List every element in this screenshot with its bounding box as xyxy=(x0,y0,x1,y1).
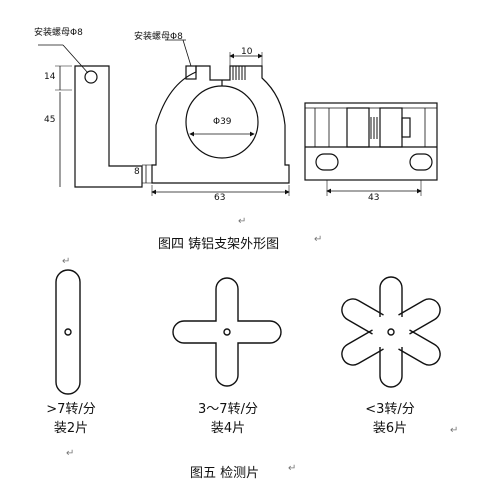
return-mark: ↵ xyxy=(62,256,71,267)
dim-8-label: 8 xyxy=(134,167,140,177)
nut-label-right: 安装螺母Φ8 xyxy=(134,32,183,42)
l-bracket-side-view xyxy=(38,44,143,188)
plate-2-label: >7转/分 装2片 xyxy=(36,400,106,438)
arch-front-view xyxy=(142,39,290,196)
return-mark: ↵ xyxy=(66,448,75,459)
slot-left xyxy=(315,153,339,171)
plate-4-blade xyxy=(172,277,282,387)
mount-hole xyxy=(84,70,98,84)
top-view xyxy=(304,102,438,196)
dim-45-label: 45 xyxy=(44,115,56,125)
plate-2-count: 装2片 xyxy=(53,421,89,436)
plate-4-count: 装4片 xyxy=(210,421,246,436)
screw-end xyxy=(401,117,411,138)
dim-63-label: 63 xyxy=(214,193,226,203)
dim-10-label: 10 xyxy=(241,47,253,57)
return-mark: ↵ xyxy=(288,463,297,474)
clamp-block-left xyxy=(346,107,370,148)
return-mark: ↵ xyxy=(238,216,247,227)
plate-2-blade xyxy=(55,269,81,395)
slot-right xyxy=(409,153,433,171)
dim-39-label: Φ39 xyxy=(213,117,232,127)
figure-4-caption: 图四 铸铝支架外形图 xyxy=(158,237,280,252)
plate-6-speed: <3转/分 xyxy=(365,402,415,417)
dim-14-label: 14 xyxy=(44,72,56,82)
clamp-block-right xyxy=(379,107,403,148)
nut-label-left: 安装螺母Φ8 xyxy=(34,28,83,38)
plate-4-speed: 3～7转/分 xyxy=(198,402,258,417)
return-mark: ↵ xyxy=(314,234,323,245)
plate-2-speed: >7转/分 xyxy=(46,402,96,417)
plate-6-count: 装6片 xyxy=(372,421,408,436)
plate-4-label: 3～7转/分 装4片 xyxy=(180,400,276,438)
dim-43-label: 43 xyxy=(368,193,380,203)
plate-6-blade xyxy=(337,276,445,388)
figure-5-caption: 图五 检测片 xyxy=(190,466,260,481)
plate-6-label: <3转/分 装6片 xyxy=(348,400,432,438)
return-mark: ↵ xyxy=(450,425,459,436)
